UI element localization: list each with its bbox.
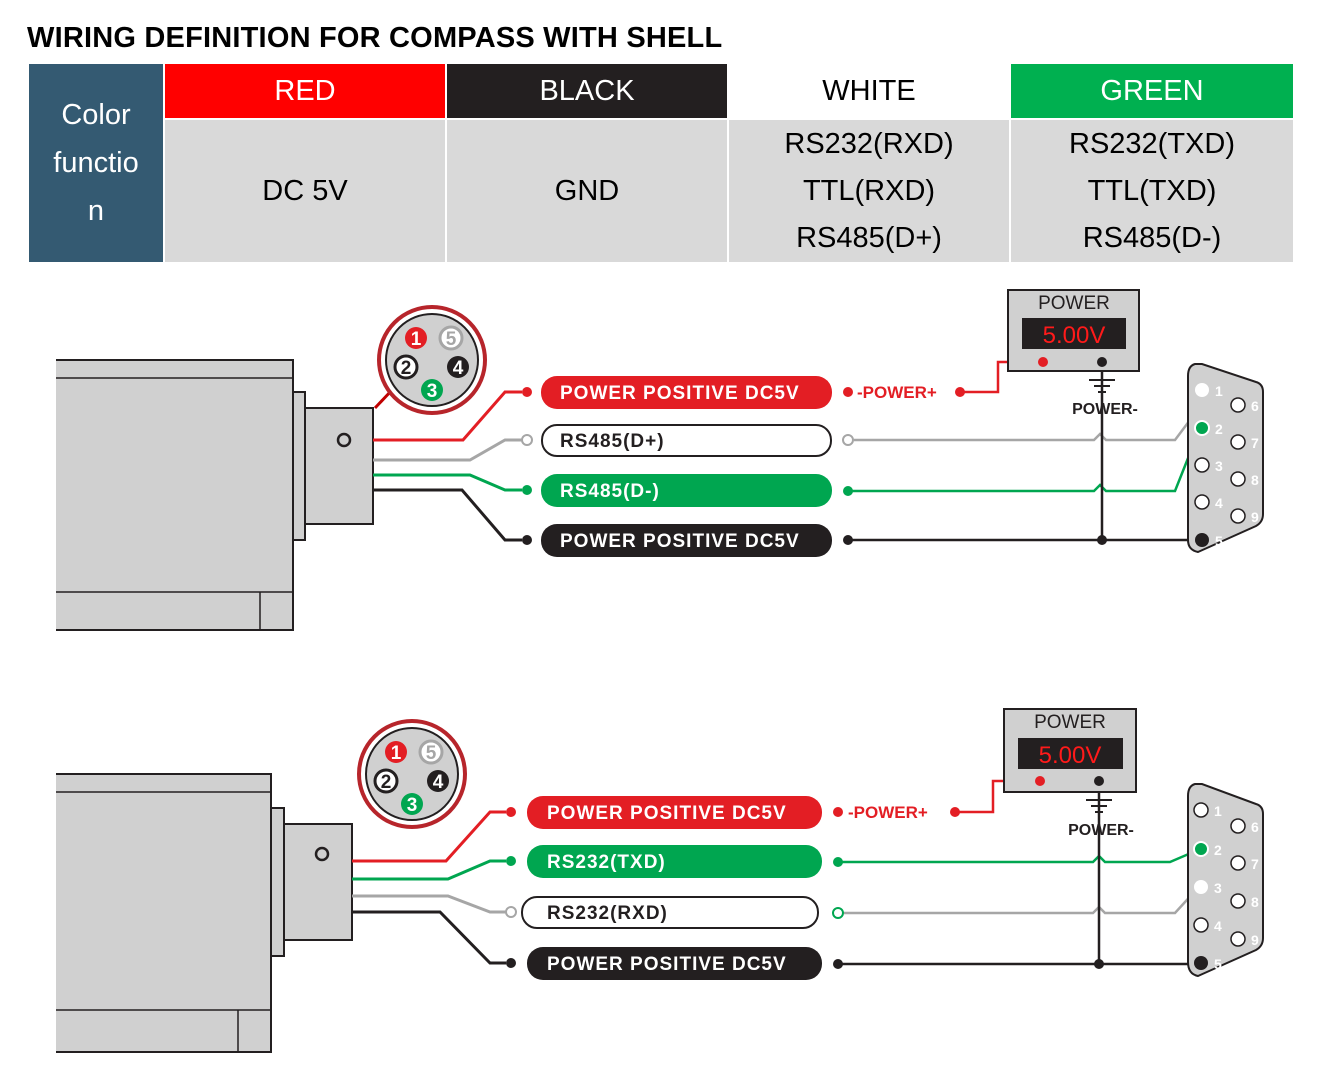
- wire-label-ground: POWER POSITIVE DC5V: [541, 524, 832, 557]
- pin-3-marker: [421, 379, 443, 401]
- power-plus-label: -POWER+: [848, 803, 928, 822]
- power-title: POWER: [1038, 293, 1110, 314]
- pin-4-marker: [427, 770, 449, 792]
- pin-3-marker: [401, 793, 423, 815]
- pin-2-marker: [393, 354, 419, 380]
- function-text: TTL(TXD): [1087, 174, 1217, 207]
- pin-label: 5: [446, 329, 457, 350]
- svg-text:RS485(D+): RS485(D+): [560, 431, 665, 452]
- svg-text:5: 5: [1214, 956, 1222, 972]
- svg-text:6: 6: [1251, 398, 1259, 414]
- svg-text:RS232(TXD): RS232(TXD): [547, 852, 666, 873]
- pin-label: 2: [381, 772, 392, 793]
- column-header-white: WHITE: [729, 64, 1009, 118]
- pin-label: 3: [407, 795, 418, 816]
- svg-text:RS485(D-): RS485(D-): [560, 481, 660, 502]
- connector-pinout-bubble: 1 5 2 4 3: [357, 719, 467, 829]
- function-text: TTL(RXD): [802, 174, 936, 207]
- pin-label: 1: [411, 329, 422, 350]
- svg-text:9: 9: [1251, 932, 1259, 948]
- ground-icon: [1086, 799, 1112, 813]
- svg-text:4: 4: [1215, 495, 1223, 511]
- wire-label-rs485-d-plus: RS485(D+): [541, 424, 832, 457]
- db9-wires: [848, 353, 1202, 542]
- pin-1-marker: [385, 741, 407, 763]
- function-cell-green: RS232(TXD) TTL(TXD) RS485(D-): [1011, 120, 1293, 262]
- pin-4-marker: [447, 356, 469, 378]
- function-text: RS485(D-): [1082, 221, 1222, 254]
- wire-label-power-positive: POWER POSITIVE DC5V: [527, 796, 822, 829]
- power-minus-label: POWER-: [1072, 401, 1138, 418]
- power-title: POWER: [1034, 712, 1106, 733]
- db9-connector: 1 2 3 4 5 6 7 8 9: [1187, 363, 1264, 554]
- svg-text:POWER POSITIVE DC5V: POWER POSITIVE DC5V: [560, 531, 800, 552]
- function-cell-white: RS232(RXD) TTL(RXD) RS485(D+): [729, 120, 1009, 262]
- wire-label-ground: POWER POSITIVE DC5V: [527, 947, 822, 980]
- function-text: RS232(RXD): [784, 127, 954, 160]
- function-text: GND: [554, 174, 620, 207]
- wire-label-power-positive: POWER POSITIVE DC5V: [541, 376, 832, 409]
- row-header-line: Color: [61, 99, 131, 131]
- pin-label: 1: [391, 743, 402, 764]
- svg-text:1: 1: [1214, 803, 1222, 819]
- pin-2-marker: [373, 768, 399, 794]
- svg-text:3: 3: [1214, 880, 1222, 896]
- function-text: DC 5V: [262, 174, 348, 207]
- ground-icon: [1089, 379, 1115, 393]
- wire-label-rs232-rxd: RS232(RXD): [521, 896, 819, 929]
- pin-1-marker: [405, 327, 427, 349]
- pin-label: 3: [427, 381, 438, 402]
- db9-wires: [838, 772, 1199, 966]
- cable-wires: [352, 810, 506, 965]
- page-title: WIRING DEFINITION FOR COMPASS WITH SHELL: [27, 22, 723, 54]
- pin-5-marker: [438, 325, 464, 351]
- power-plus-label: -POWER+: [857, 383, 937, 402]
- svg-text:6: 6: [1251, 819, 1259, 835]
- pin-label: 2: [401, 358, 412, 379]
- svg-text:2: 2: [1215, 421, 1223, 437]
- row-header: Color functio n: [29, 64, 163, 262]
- power-minus-label: POWER-: [1068, 822, 1134, 839]
- column-header-red: RED: [165, 64, 445, 118]
- power-supply-box: POWER 5.00V: [1007, 289, 1140, 372]
- svg-text:8: 8: [1251, 472, 1259, 488]
- function-text: RS485(D+): [796, 221, 942, 254]
- svg-text:7: 7: [1251, 435, 1259, 451]
- power-display: 5.00V: [1043, 322, 1106, 349]
- cable-wires: [373, 390, 522, 542]
- power-display: 5.00V: [1039, 742, 1102, 769]
- pin-label: 4: [433, 772, 444, 793]
- function-cell-black: GND: [447, 120, 727, 262]
- pin-label: 4: [453, 358, 464, 379]
- svg-text:4: 4: [1214, 918, 1222, 934]
- svg-text:1: 1: [1215, 383, 1223, 399]
- db9-connector: 1 2 3 4 5 6 7 8 9: [1187, 783, 1264, 978]
- column-header-green: GREEN: [1011, 64, 1293, 118]
- power-supply-box: POWER 5.00V: [1003, 708, 1137, 793]
- row-header-line: n: [87, 195, 105, 227]
- svg-text:RS232(RXD): RS232(RXD): [547, 903, 668, 924]
- svg-text:2: 2: [1214, 842, 1222, 858]
- rs232-wiring-diagram: 1 5 2 4 3 POWER POSITIVE DC5V RS232(TXD)…: [48, 708, 1264, 1054]
- svg-text:9: 9: [1251, 509, 1259, 525]
- pin-label: 5: [426, 743, 437, 764]
- wire-label-rs485-d-minus: RS485(D-): [541, 474, 832, 507]
- compass-body: [48, 772, 353, 1054]
- svg-text:5: 5: [1215, 533, 1223, 549]
- row-header-line: functio: [53, 147, 139, 179]
- svg-text:3: 3: [1215, 458, 1223, 474]
- svg-text:POWER POSITIVE DC5V: POWER POSITIVE DC5V: [547, 954, 787, 975]
- svg-text:POWER POSITIVE DC5V: POWER POSITIVE DC5V: [547, 803, 787, 824]
- rs485-wiring-diagram: 1 5 2 4 3 POWER POSITIVE DC5V RS485(D+) …: [48, 289, 1264, 632]
- svg-text:7: 7: [1251, 856, 1259, 872]
- pin-5-marker: [418, 739, 444, 765]
- compass-body: [48, 358, 374, 632]
- column-header-black: BLACK: [447, 64, 727, 118]
- function-cell-red: DC 5V: [165, 120, 445, 262]
- function-text: RS232(TXD): [1069, 127, 1235, 160]
- wire-label-rs232-txd: RS232(TXD): [527, 845, 822, 878]
- svg-text:8: 8: [1251, 894, 1259, 910]
- connector-pinout-bubble: 1 5 2 4 3: [373, 305, 487, 415]
- svg-text:POWER POSITIVE DC5V: POWER POSITIVE DC5V: [560, 383, 800, 404]
